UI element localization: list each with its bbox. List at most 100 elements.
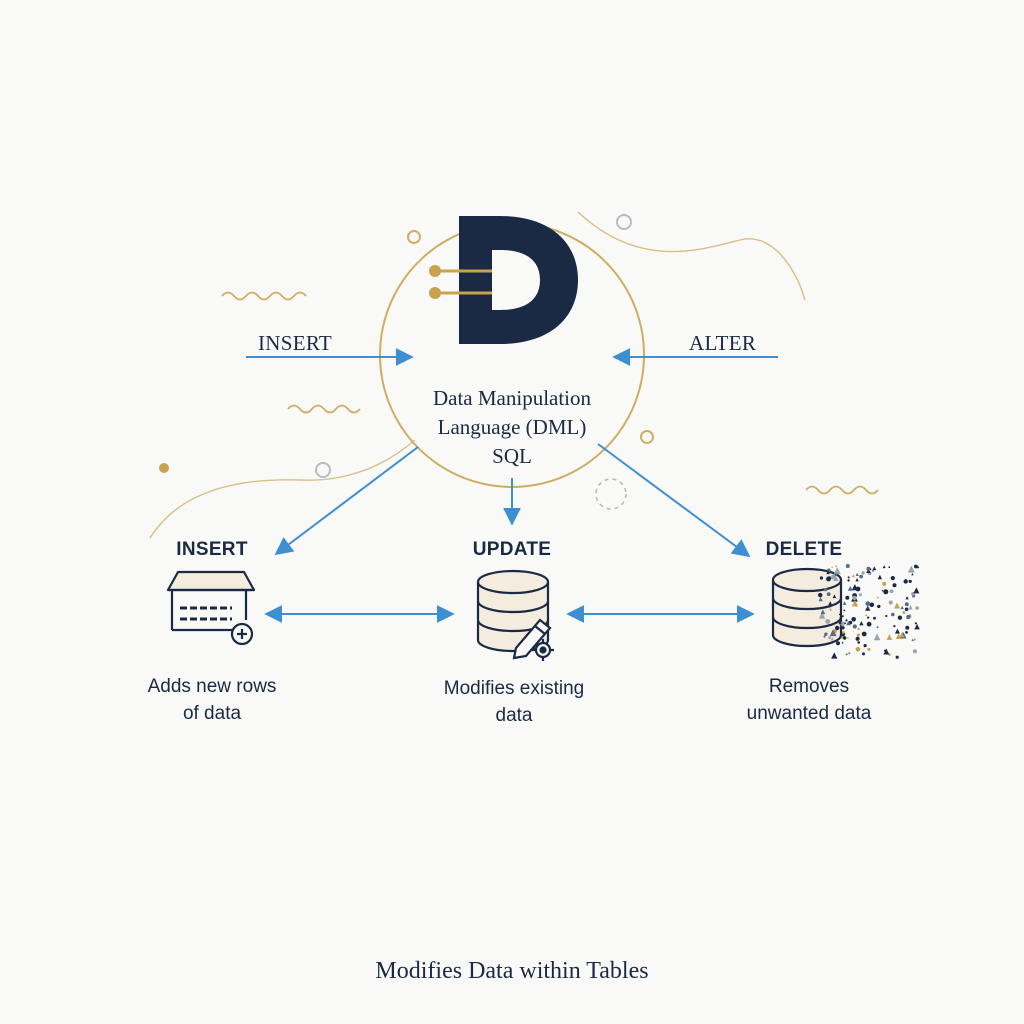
dissolve-particle xyxy=(872,569,874,572)
center-line-3: SQL xyxy=(492,444,532,468)
dissolve-particle xyxy=(820,609,826,615)
dissolve-particle xyxy=(858,593,862,597)
dissolve-particle xyxy=(885,614,888,618)
dissolve-particle xyxy=(895,655,899,659)
dissolve-particle xyxy=(838,621,842,625)
dissolve-particle xyxy=(841,641,844,644)
decorative-dot-gold-solid xyxy=(159,463,169,473)
dissolve-particle xyxy=(877,574,883,580)
dissolve-particle xyxy=(888,600,893,605)
dissolve-particle xyxy=(913,587,920,594)
dissolve-particle xyxy=(833,567,841,575)
dissolve-particle xyxy=(845,564,850,568)
decorative-dashed-circle xyxy=(595,478,627,510)
dissolve-particle xyxy=(914,622,918,625)
dissolve-particle xyxy=(829,606,831,609)
dissolve-particle xyxy=(883,589,889,595)
table-add-icon xyxy=(166,570,256,646)
update-desc-line-2: data xyxy=(495,705,533,726)
dissolve-particle xyxy=(866,621,872,627)
dissolve-particle xyxy=(841,626,845,630)
dissolve-particle xyxy=(855,572,859,576)
dissolve-particle xyxy=(824,632,828,636)
decorative-dot-gold-outline xyxy=(407,230,421,244)
dissolve-particle xyxy=(867,616,870,619)
dissolve-particle xyxy=(866,568,871,574)
dissolve-particle xyxy=(835,565,837,567)
dissolve-particle xyxy=(877,604,881,609)
dissolve-particle xyxy=(882,581,887,586)
decorative-curve-left xyxy=(149,439,416,539)
dissolve-particle xyxy=(890,576,895,581)
dissolve-particle xyxy=(818,612,826,619)
center-caption: Data Manipulation Language (DML) SQL xyxy=(392,384,632,471)
dissolve-particle xyxy=(894,602,901,609)
dissolve-particle xyxy=(913,638,916,641)
dissolve-particle xyxy=(857,641,860,644)
dissolve-particle xyxy=(869,602,875,608)
center-line-1: Data Manipulation xyxy=(432,386,592,410)
dissolve-particle xyxy=(876,596,879,599)
dissolve-particle xyxy=(836,641,840,646)
dissolve-particle xyxy=(818,592,823,598)
dissolve-particle xyxy=(865,614,868,617)
dissolve-particle xyxy=(856,633,861,637)
dissolve-particle xyxy=(834,573,838,576)
dissolve-particle xyxy=(902,611,906,614)
dissolve-particle xyxy=(865,601,871,607)
dissolve-particle xyxy=(891,612,895,617)
dissolve-particle xyxy=(914,564,918,569)
dissolve-particle xyxy=(892,583,897,588)
dissolve-particle xyxy=(889,589,893,593)
dissolve-particle xyxy=(855,578,859,582)
dissolve-particle xyxy=(852,624,857,629)
dissolve-particle xyxy=(888,566,891,569)
delete-description: Removes unwanted data xyxy=(699,673,919,727)
alter-side-label: ALTER xyxy=(689,331,757,355)
dissolve-particle xyxy=(907,565,915,573)
dissolve-particle xyxy=(915,606,919,610)
dissolve-particle xyxy=(900,605,904,610)
database-edit-icon xyxy=(476,569,554,661)
dissolve-particle xyxy=(835,625,840,631)
decorative-dot-gray-outline-left xyxy=(315,462,331,478)
dissolve-particle xyxy=(845,653,848,656)
dissolve-particle xyxy=(832,594,837,599)
dissolve-particle xyxy=(897,615,903,620)
dissolve-particle xyxy=(842,601,847,605)
dissolve-particle xyxy=(840,621,845,627)
dissolve-particle xyxy=(895,633,902,640)
delete-title: DELETE xyxy=(765,539,843,560)
dissolve-particle xyxy=(828,636,832,640)
dissolve-particle xyxy=(831,652,838,659)
dissolve-particle xyxy=(825,619,831,624)
dissolve-particle xyxy=(912,649,918,654)
dissolve-particle xyxy=(843,609,846,612)
dissolve-particle xyxy=(829,629,837,637)
dissolve-particle xyxy=(881,589,884,592)
delete-desc-line-1: Removes xyxy=(768,676,850,697)
dissolve-particle xyxy=(823,587,828,592)
dissolve-particle xyxy=(893,625,896,628)
insert-desc-line-2: of data xyxy=(182,703,242,724)
dissolve-particle xyxy=(830,609,832,611)
dissolve-particle xyxy=(828,601,833,606)
dissolve-particle xyxy=(830,574,836,580)
dissolve-particle xyxy=(844,621,847,625)
dissolve-particle xyxy=(847,652,850,655)
database-dissolve-icon xyxy=(771,567,843,648)
insert-title: INSERT xyxy=(176,539,248,560)
dissolve-particle xyxy=(911,638,914,642)
decorative-wave-3 xyxy=(805,485,879,495)
dissolve-particle xyxy=(851,617,856,622)
dissolve-particle xyxy=(842,631,845,634)
dissolve-particle xyxy=(855,647,861,652)
dissolve-particle xyxy=(862,652,865,656)
dissolve-particle xyxy=(818,596,823,602)
dissolve-particle xyxy=(906,614,911,620)
dissolve-particle xyxy=(819,576,824,580)
dissolve-particle xyxy=(861,571,865,575)
dissolve-particle xyxy=(842,636,847,640)
dissolve-particle xyxy=(847,579,850,582)
dissolve-particle xyxy=(903,579,908,584)
